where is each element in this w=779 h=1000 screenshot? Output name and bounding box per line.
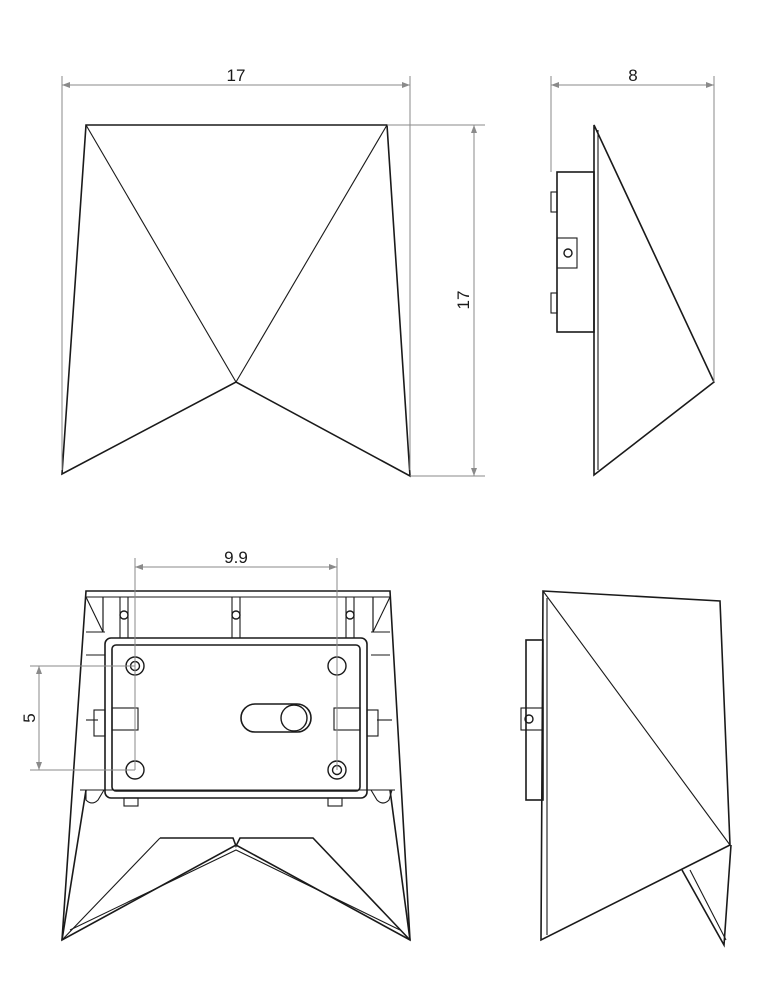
- perspective-fold: [542, 590, 731, 846]
- perspective-screw-hole: [524, 714, 534, 724]
- back-view: [61, 590, 411, 942]
- perspective-outline: [540, 590, 731, 942]
- back-chevron: [160, 837, 411, 941]
- back-outline: [61, 590, 411, 942]
- front-fold-right: [235, 124, 388, 383]
- front-width-label: 17: [227, 66, 246, 85]
- side-outline: [593, 124, 715, 477]
- back-hole-v-label: 5: [20, 713, 39, 722]
- perspective-view: [520, 590, 732, 948]
- front-height-label: 17: [454, 291, 473, 310]
- side-screw-hole: [563, 248, 573, 258]
- front-outline: [61, 124, 411, 478]
- perspective-mount-box: [525, 639, 544, 801]
- back-hole-h-label: 9.9: [224, 548, 248, 567]
- front-view: [61, 124, 411, 478]
- front-width-dimension: 17: [61, 66, 411, 470]
- back-hole-v-dimension: 5: [20, 665, 135, 771]
- back-hole-h-dimension: 9.9: [134, 548, 338, 770]
- front-fold-left: [85, 124, 237, 383]
- side-mount-box: [556, 171, 595, 333]
- side-depth-dimension: 8: [550, 66, 715, 382]
- side-view: [550, 124, 715, 477]
- perspective-leg: [681, 844, 732, 948]
- front-height-dimension: 17: [387, 124, 485, 477]
- side-depth-label: 8: [628, 66, 637, 85]
- back-mount-plate: [104, 637, 368, 799]
- back-keyhole-slot: [240, 703, 312, 733]
